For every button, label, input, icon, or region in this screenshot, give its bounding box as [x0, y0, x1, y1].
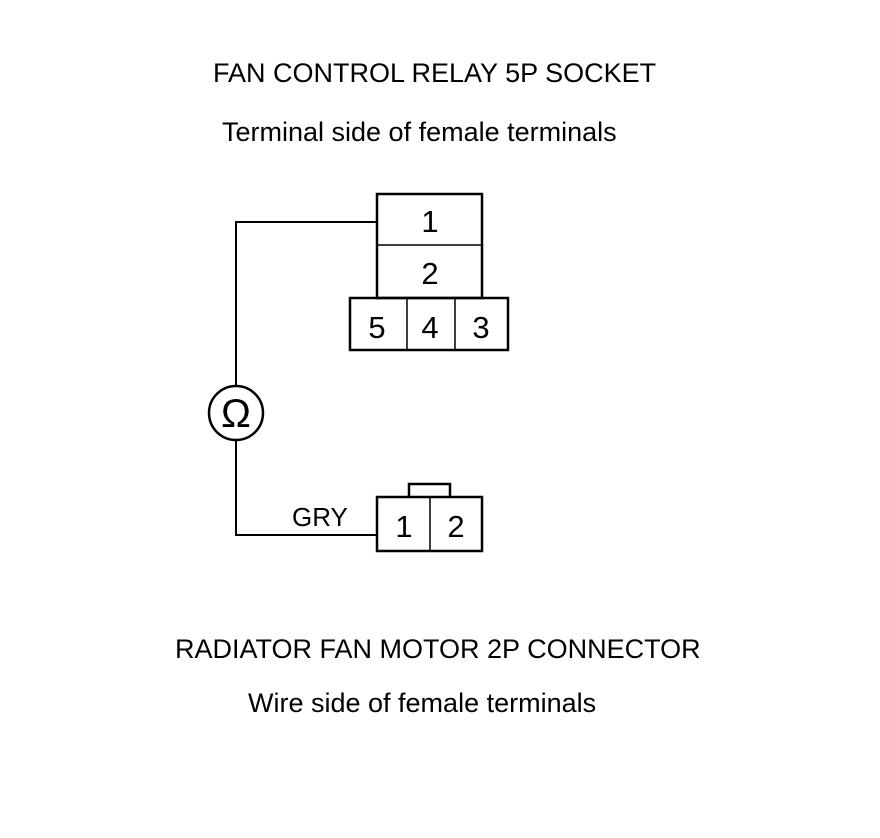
fan-connector-title: RADIATOR FAN MOTOR 2P CONNECTOR — [175, 634, 701, 664]
ohmmeter-symbol: Ω — [221, 392, 251, 436]
fan-pin-1: 1 — [395, 509, 412, 544]
relay-pin-1: 1 — [421, 204, 438, 239]
fan-pin-2: 2 — [447, 509, 464, 544]
fan-connector-subtitle: Wire side of female terminals — [248, 688, 597, 718]
relay-pin-2: 2 — [421, 256, 438, 291]
wire-color-label: GRY — [292, 502, 348, 532]
test-lead-upper — [235, 221, 377, 386]
fan-connector-lock-tab — [407, 482, 452, 497]
relay-socket-subtitle: Terminal side of female terminals — [222, 117, 617, 147]
relay-socket-title: FAN CONTROL RELAY 5P SOCKET — [213, 58, 657, 88]
ohmmeter-icon — [207, 384, 265, 442]
relay-socket-lower-row — [348, 296, 510, 352]
relay-pin-4: 4 — [421, 310, 438, 345]
relay-pin-3: 3 — [472, 310, 489, 345]
relay-pin-5: 5 — [368, 310, 385, 345]
test-lead-lower — [235, 440, 377, 536]
